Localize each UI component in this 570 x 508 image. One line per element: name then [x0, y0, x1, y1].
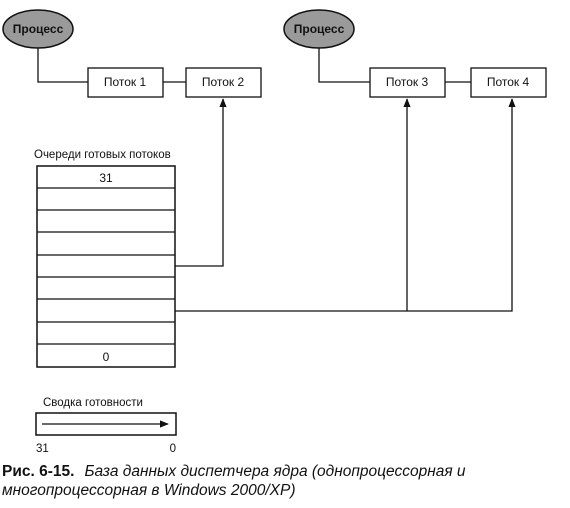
thread-2-label: Поток 2 [202, 75, 245, 89]
process-2-label: Процесс [294, 22, 345, 36]
figure-number: Рис. 6-15. [2, 463, 75, 480]
process-1: Процесс [2, 9, 74, 49]
queue-to-thread-4-arrow [175, 98, 516, 312]
thread-1-box: Поток 1 [87, 67, 164, 98]
thread-1-label: Поток 1 [104, 75, 147, 89]
ready-summary-left-label: 31 [36, 443, 49, 455]
ready-queues-table: 31 0 [36, 165, 176, 368]
process-1-label: Процесс [13, 22, 64, 36]
ready-summary-box [35, 412, 177, 436]
dispatcher-database-diagram: Процесс Поток 1 Поток 2 Процесс Поток 3 … [2, 9, 547, 455]
ready-queue-top-label: 31 [99, 171, 113, 185]
figure-caption-text: База данных диспетчера ядра (однопроцесс… [2, 463, 466, 499]
ready-summary-title: Сводка готовности [43, 397, 143, 409]
ready-queue-bottom-label: 0 [103, 350, 110, 364]
thread-4-label: Поток 4 [487, 75, 530, 89]
process-2: Процесс [283, 9, 355, 49]
figure-caption: Рис. 6-15.База данных диспетчера ядра (о… [2, 462, 568, 500]
thread-4-box: Поток 4 [470, 67, 547, 98]
ready-queues-title: Очереди готовых потоков [34, 149, 171, 161]
process-1-connector [37, 48, 88, 83]
queue-to-thread-2-arrow [175, 98, 227, 267]
thread-3-label: Поток 3 [386, 75, 429, 89]
thread-3-box: Поток 3 [369, 67, 446, 98]
ready-summary-right-label: 0 [170, 443, 176, 455]
process-2-connector [318, 48, 370, 83]
thread-2-box: Поток 2 [185, 67, 262, 98]
